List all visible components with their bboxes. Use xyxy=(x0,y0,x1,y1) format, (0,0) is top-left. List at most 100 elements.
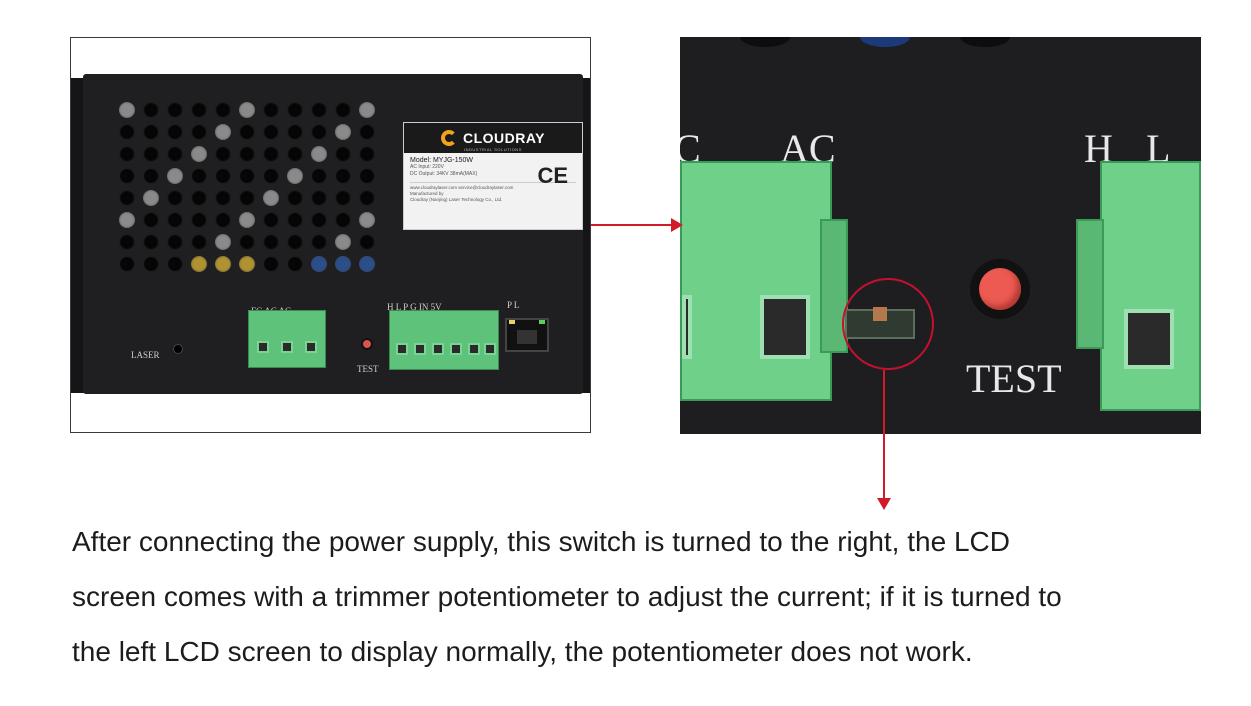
vent-hole xyxy=(239,102,255,118)
vent-hole xyxy=(143,190,159,206)
ac-terminal-block xyxy=(248,310,326,368)
vent-hole xyxy=(215,102,231,118)
vent-hole xyxy=(167,168,183,184)
signal-terminal-block xyxy=(389,310,499,370)
vent-hole xyxy=(263,124,279,140)
vent-hole xyxy=(239,124,255,140)
vent-hole xyxy=(239,146,255,162)
vent-hole xyxy=(191,212,207,228)
vent-hole xyxy=(119,212,135,228)
big-terminal-right xyxy=(1100,161,1201,411)
led-green-icon xyxy=(539,320,545,324)
terminal-right-labels: H L P G IN 5V xyxy=(387,302,442,312)
vent-hole xyxy=(215,234,231,250)
vent-hole xyxy=(143,102,159,118)
vent-hole xyxy=(335,124,351,140)
vent-hole xyxy=(335,146,351,162)
vent-hole xyxy=(287,146,303,162)
brand-row: CLOUDRAY xyxy=(404,123,582,153)
vent-hole xyxy=(191,124,207,140)
vent-hole xyxy=(311,102,327,118)
vent-hole xyxy=(167,212,183,228)
vent-hole xyxy=(359,124,375,140)
ce-mark: CE xyxy=(537,163,568,188)
vent-hole xyxy=(167,234,183,250)
vent-hole xyxy=(359,190,375,206)
vent-hole xyxy=(359,146,375,162)
vent-hole xyxy=(119,168,135,184)
vent-hole xyxy=(119,234,135,250)
vent-hole xyxy=(263,146,279,162)
caption: After connecting the power supply, this … xyxy=(72,514,1192,679)
vent-hole xyxy=(191,234,207,250)
vent-hole xyxy=(263,102,279,118)
product-label: CLOUDRAY INDUSTRIAL SOLUTIONS Model: MYJ… xyxy=(403,122,583,230)
company-line: Cloudray (Nanjing) Laser Technology Co.,… xyxy=(410,197,503,202)
vent-hole xyxy=(311,124,327,140)
led-yellow-icon xyxy=(509,320,515,324)
vent-hole xyxy=(215,168,231,184)
vent-hole xyxy=(311,234,327,250)
dc-output-text: DC Output: 34KV 38mA(MAX) xyxy=(410,171,478,177)
vent-hole xyxy=(191,190,207,206)
caption-line-1: After connecting the power supply, this … xyxy=(72,526,1010,557)
terminal-right-side xyxy=(1076,219,1104,349)
vent-hole xyxy=(311,190,327,206)
vent-hole xyxy=(167,190,183,206)
vent-hole xyxy=(311,212,327,228)
vent-hole xyxy=(239,212,255,228)
vent-hole xyxy=(191,256,207,272)
psu-front-panel: CLOUDRAY INDUSTRIAL SOLUTIONS Model: MYJ… xyxy=(83,74,583,394)
vent-hole xyxy=(287,102,303,118)
vent-hole xyxy=(239,256,255,272)
vent-hole xyxy=(263,212,279,228)
top-knobs xyxy=(680,37,1201,51)
vent-hole xyxy=(359,212,375,228)
test-label-small: TEST xyxy=(357,364,379,374)
vent-hole xyxy=(143,256,159,272)
caption-line-3: the left LCD screen to display normally,… xyxy=(72,636,973,667)
vent-hole xyxy=(335,190,351,206)
vent-hole xyxy=(263,256,279,272)
vent-hole xyxy=(263,168,279,184)
vent-hole xyxy=(119,256,135,272)
vent-hole xyxy=(167,146,183,162)
vent-hole xyxy=(119,124,135,140)
vent-hole xyxy=(215,212,231,228)
laser-port-icon xyxy=(173,344,183,354)
power-supply-photo: CLOUDRAY INDUSTRIAL SOLUTIONS Model: MYJ… xyxy=(70,37,591,433)
switch-highlight-circle xyxy=(842,278,934,370)
arrow-right-icon xyxy=(671,218,683,232)
vent-grid xyxy=(119,102,389,292)
vent-hole xyxy=(119,190,135,206)
vent-hole xyxy=(143,212,159,228)
vent-hole xyxy=(215,124,231,140)
test-label-large: TEST xyxy=(966,356,1062,401)
vent-hole xyxy=(335,212,351,228)
vent-hole xyxy=(359,102,375,118)
vent-hole xyxy=(311,146,327,162)
caption-line-2: screen comes with a trimmer potentiomete… xyxy=(72,581,1062,612)
vent-hole xyxy=(335,234,351,250)
vent-hole xyxy=(311,256,327,272)
vent-hole xyxy=(335,256,351,272)
vent-hole xyxy=(143,168,159,184)
vent-hole xyxy=(287,256,303,272)
vent-hole xyxy=(359,234,375,250)
vent-hole xyxy=(287,124,303,140)
manufactured-by-line: Manufactured by xyxy=(410,191,444,196)
arrow-down-line xyxy=(883,370,885,500)
vent-hole xyxy=(215,190,231,206)
brand-subtitle: INDUSTRIAL SOLUTIONS xyxy=(464,147,522,152)
test-button-icon xyxy=(970,259,1030,319)
big-terminal-left xyxy=(680,161,832,401)
vent-hole xyxy=(239,168,255,184)
arrow-down-icon xyxy=(877,498,891,510)
zoom-photo: C AC H L TEST xyxy=(680,37,1201,434)
vent-hole xyxy=(239,234,255,250)
vent-hole xyxy=(263,190,279,206)
contact-line: www.cloudraylaser.com service@cloudrayla… xyxy=(410,185,514,190)
cloudray-logo-icon xyxy=(440,130,457,146)
vent-hole xyxy=(287,234,303,250)
vent-hole xyxy=(191,146,207,162)
